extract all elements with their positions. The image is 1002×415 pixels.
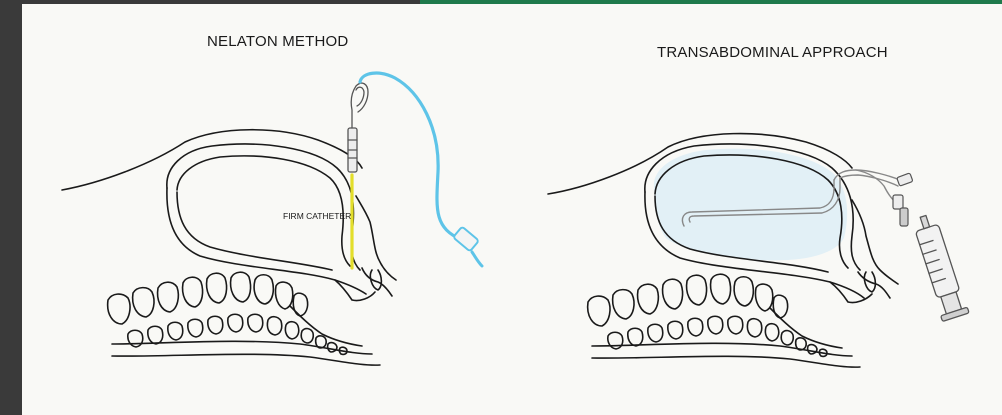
catheter-connector (348, 83, 368, 172)
transabdominal-approach-title: TRANSABDOMINAL APPROACH (657, 44, 888, 61)
firm-catheter-label: FIRM CATHETER (283, 211, 351, 221)
nelaton-method-title: NELATON METHOD (207, 33, 348, 50)
iv-tubing (360, 73, 462, 240)
stopcock-valve (893, 173, 913, 226)
syringe (910, 212, 969, 321)
nelaton-anatomy (62, 130, 396, 365)
iv-tubing-end (472, 252, 482, 266)
iv-clamp (453, 227, 479, 252)
transabdominal-anatomy (548, 134, 898, 368)
